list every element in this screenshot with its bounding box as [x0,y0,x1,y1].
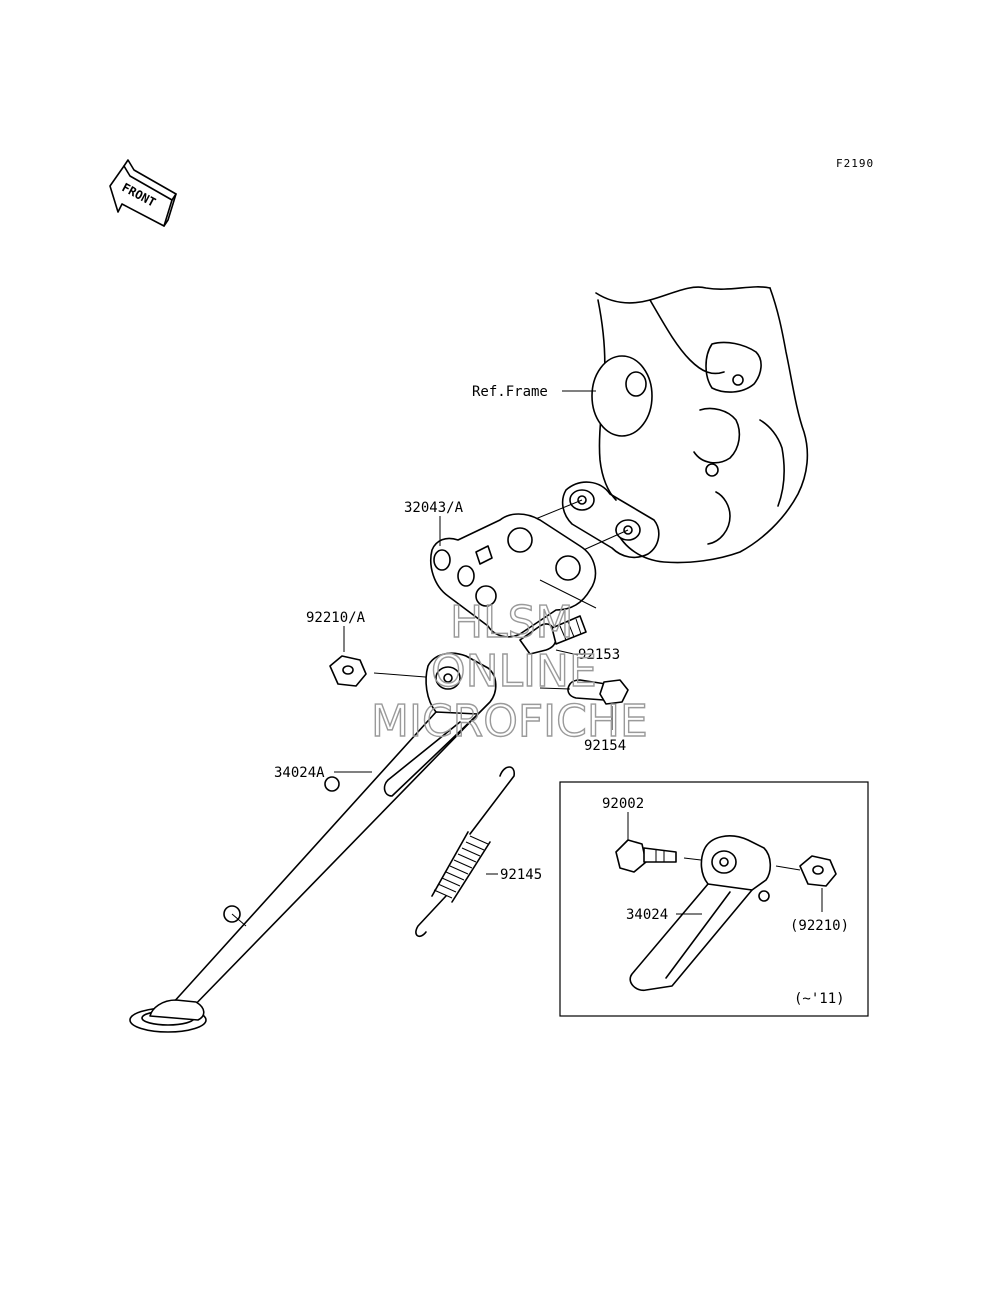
watermark-line-3: MICROFICHE [371,696,648,747]
watermark-line-1: HLSM [450,597,574,648]
front-arrow-icon: FRONT [109,159,177,227]
nut-92210a [329,655,439,687]
model-range-label: (~'11) [794,991,845,1007]
inset-box: 92002 34024 (92210) (~'11) [559,781,869,1017]
part-label-92210a: 92210/A [306,610,366,626]
watermark-line-2: ONLINE [431,646,597,697]
ref-frame-label: Ref.Frame [472,384,548,400]
bolt-92154 [539,679,629,705]
nut-92210 [775,855,837,887]
part-label-92210: (92210) [790,918,849,934]
part-label-92145: 92145 [500,867,542,883]
side-stand-34024a [129,652,497,1033]
part-label-32043a: 32043/A [404,500,464,516]
watermark: HLSM ONLINE MICROFICHE [370,596,648,747]
part-label-34024: 34024 [626,907,668,923]
frame-reference [483,286,809,564]
part-label-92154: 92154 [584,738,626,754]
part-label-92153: 92153 [578,647,620,663]
bracket-plate-32043a [430,513,597,638]
bolt-92153 [519,615,587,655]
part-label-92002: 92002 [602,796,644,812]
part-label-34024a: 34024A [274,765,325,781]
side-stand-34024 [629,835,772,992]
p92153-leader [555,649,579,656]
bolt-92002 [615,839,719,873]
spring-92145 [415,766,515,938]
figure-code: F2190 [836,157,874,170]
